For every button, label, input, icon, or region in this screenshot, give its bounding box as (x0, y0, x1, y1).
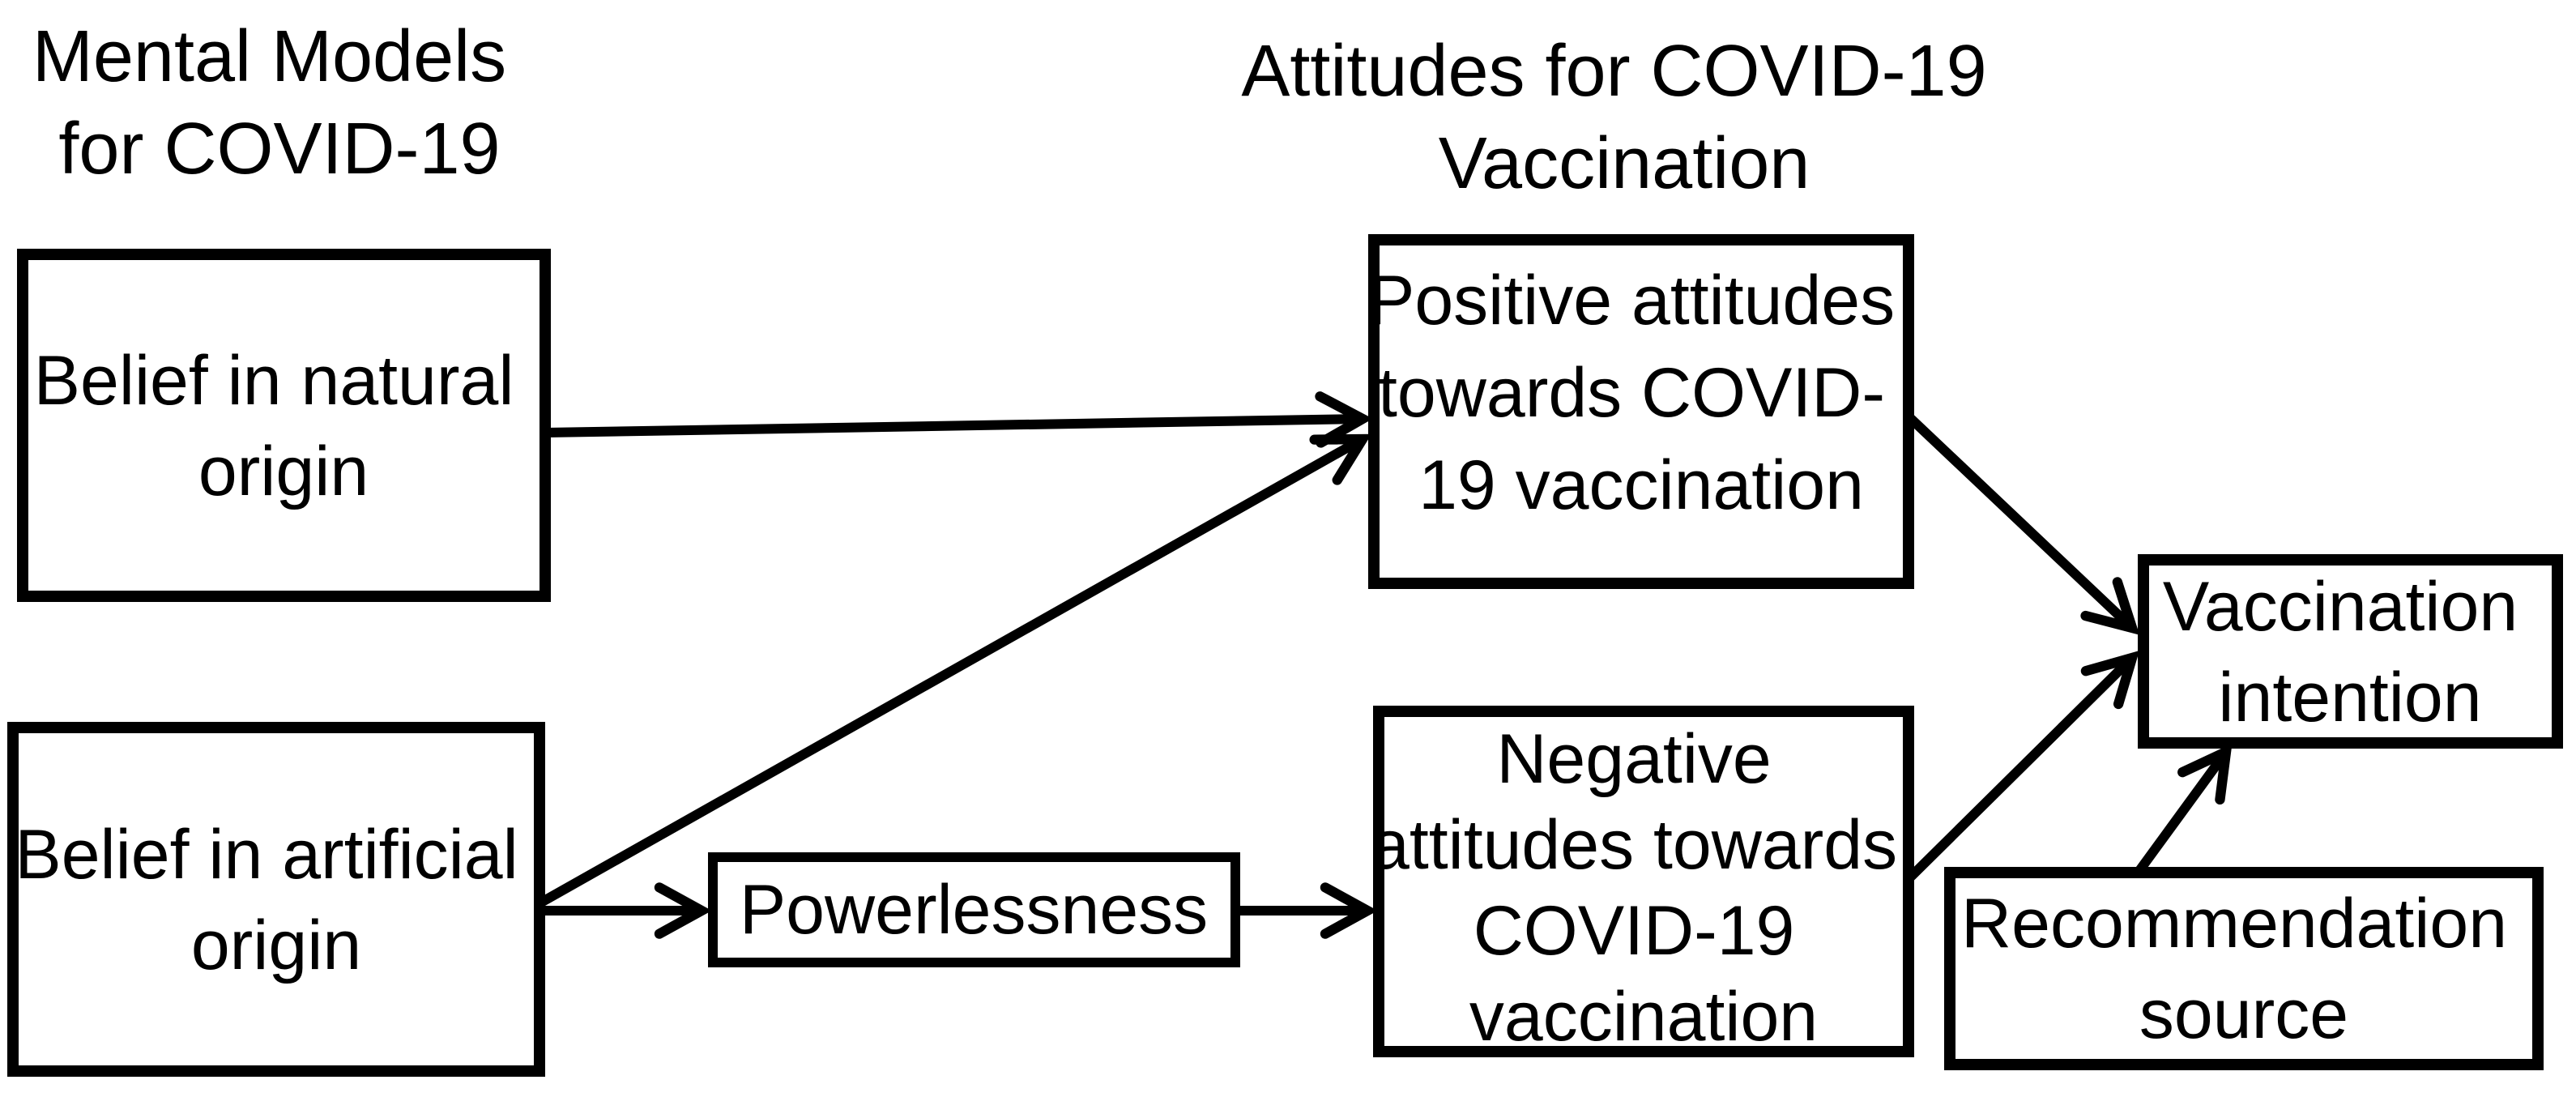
node-box (1944, 867, 2544, 1070)
node-label: Negative attitudes towards COVID-19 vacc… (1371, 720, 1917, 1056)
node-box (2138, 554, 2563, 749)
node-positive-attitudes: Positive attitudes towards COVID- 19 vac… (1368, 234, 1914, 589)
label-line: Belief in artificial (15, 816, 518, 894)
node-label: Positive attitudes towards COVID- 19 vac… (1368, 262, 1914, 524)
node-label: Powerlessness (740, 871, 1208, 949)
node-box (7, 722, 545, 1077)
edge-negative-attitudes-to-vaccination-intention (1904, 650, 2140, 883)
node-recommendation-source: Recommendation source (1944, 867, 2544, 1070)
node-label: Vaccination intention (2163, 568, 2537, 736)
node-negative-attitudes: Negative attitudes towards COVID-19 vacc… (1371, 706, 1917, 1057)
label-line: intention (2218, 659, 2481, 736)
node-label: Belief in natural origin (34, 342, 534, 510)
title-line: Vaccination (1439, 123, 1810, 204)
node-box (17, 249, 551, 602)
edge-recommendation-source-to-vaccination-intention (2135, 743, 2233, 875)
label-line: Recommendation (1961, 885, 2507, 962)
title-line: for COVID-19 (58, 109, 500, 190)
title-line: Mental Models (32, 16, 506, 97)
label-line: COVID-19 (1474, 892, 1795, 970)
label-line: source (2139, 975, 2348, 1053)
node-box (1368, 234, 1914, 589)
label-line: Positive attitudes (1368, 262, 1895, 339)
edge-belief-natural-to-positive-attitudes (544, 391, 1373, 448)
edge-positive-attitudes-to-vaccination-intention (1904, 412, 2140, 635)
node-box (708, 852, 1240, 967)
label-line: origin (191, 907, 361, 984)
label-line: Negative (1496, 720, 1771, 798)
node-label: Belief in artificial origin (15, 816, 537, 984)
label-line: Vaccination (2163, 568, 2518, 646)
title-line: Attitudes for COVID-19 (1241, 31, 1986, 112)
label-line: Powerlessness (740, 871, 1208, 949)
label-line: Belief in natural (34, 342, 514, 420)
label-line: 19 vaccination (1418, 446, 1864, 524)
label-line: vaccination (1469, 978, 1818, 1056)
edge-belief-artificial-to-positive-attitudes (537, 433, 1372, 908)
node-belief-natural-origin: Belief in natural origin (17, 249, 551, 602)
node-belief-artificial-origin: Belief in artificial origin (7, 722, 545, 1077)
title-attitudes-vaccination: Attitudes for COVID-19 Vaccination (1241, 31, 2007, 204)
node-powerlessness: Powerlessness (708, 852, 1240, 967)
label-line: origin (198, 433, 369, 510)
label-line: attitudes towards (1371, 806, 1897, 884)
label-line: towards COVID- (1378, 354, 1885, 432)
title-mental-models: Mental Models for COVID-19 (32, 16, 527, 190)
node-vaccination-intention: Vaccination intention (2138, 554, 2563, 749)
node-box (1373, 706, 1914, 1057)
node-label: Recommendation source (1961, 885, 2527, 1053)
